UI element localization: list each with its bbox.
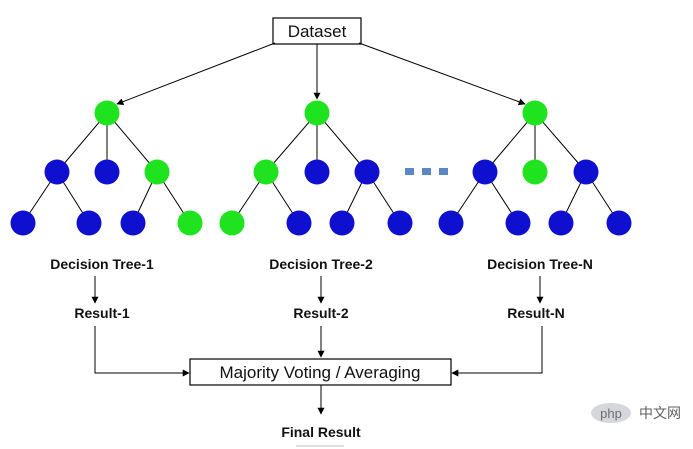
tree-2-node-3 [354,159,380,185]
tree-1-node-3 [144,159,170,185]
aggregator-label: Majority Voting / Averaging [220,363,421,382]
tree-1-node-5 [76,210,102,236]
tree-2-label: Decision Tree-2 [269,256,373,272]
tree-2-node-1 [253,159,279,185]
tree-1-node-0 [94,100,120,126]
tree-1-edge-0 [56,112,108,173]
final-result-label: Final Result [281,424,361,440]
tree-n-edge-0 [484,112,536,173]
result-aggregator-arrows [94,326,543,377]
tree-n-node-2 [522,159,548,185]
aggregator-box: Majority Voting / Averaging [189,358,452,386]
tree-1-node-7 [177,210,203,236]
tree-n-node-1 [472,159,498,185]
tree-1-node-4 [10,210,36,236]
result-n-label: Result-N [507,305,565,321]
watermark-text: 中文网 [639,405,681,421]
dataset-label: Dataset [288,22,347,41]
tree-n-node-5 [505,210,531,236]
tree-2-edge-2 [316,112,368,173]
tree-2-node-0 [304,100,330,126]
arrow-dataset-tree-1 [116,42,276,105]
tree-n-node-3 [573,159,599,185]
tree-2-edge-0 [265,112,318,173]
dataset-arrows [116,42,526,106]
tree-1-node-1 [44,159,70,185]
tree-result-arrows [91,276,544,304]
tree-2-node-6 [329,210,355,236]
dataset-box: Dataset [272,17,362,45]
tree-2-node-4 [219,210,245,236]
tree-n-node-6 [548,210,574,236]
tree-n-edge-2 [534,112,587,173]
watermark-badge: php [600,406,622,421]
ellipsis-icon [405,168,448,175]
tree-n-node-7 [606,210,632,236]
tree-2-node-7 [387,210,413,236]
tree-2-node-2 [304,159,330,185]
watermark-logo: php 中文网 [591,403,681,423]
tree-n-label: Decision Tree-N [487,256,593,272]
tree-n-node-4 [438,210,464,236]
result-1-label: Result-1 [74,305,129,321]
tree-1-node-6 [120,210,146,236]
tree-1-edge-2 [106,112,158,173]
tree-1-node-2 [94,159,120,185]
result-2-label: Result-2 [293,305,348,321]
tree-1-label: Decision Tree-1 [50,256,154,272]
tree-n-node-0 [522,100,548,126]
arrow-dataset-tree-n [358,42,526,106]
tree-nodes [10,100,632,236]
tree-2-node-5 [286,210,312,236]
